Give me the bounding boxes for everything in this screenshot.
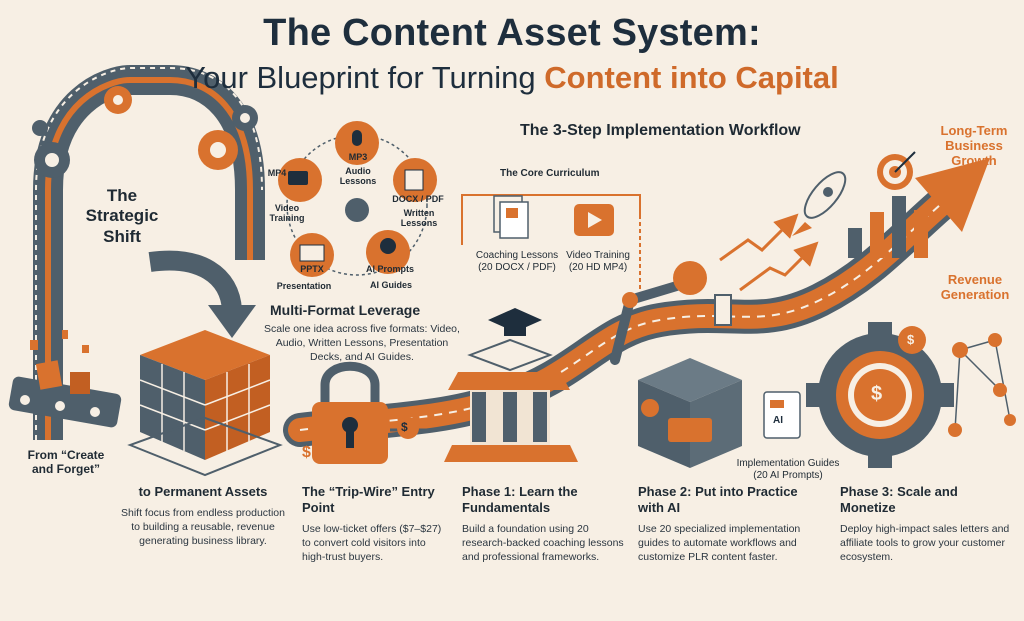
col3-heading: Phase 1: Learn the Fundamentals: [462, 484, 578, 516]
shift-arrowhead: [208, 305, 256, 338]
growth-arrowhead: [915, 158, 990, 232]
format-mp4: MP4: [267, 168, 287, 178]
col2-description: Use low-ticket offers ($7–$27) to conver…: [302, 523, 442, 564]
revenue-generation-label: Revenue Generation: [940, 272, 1010, 302]
format-presentation: Presentation: [276, 281, 332, 291]
format-ai-prompts: AI Prompts: [366, 264, 415, 274]
network-icon: [948, 333, 1016, 437]
format-mp3: MP3: [348, 152, 368, 162]
rising-arrows: [719, 213, 819, 292]
toolbox-icon: [668, 418, 712, 442]
ai-doc-label: AI: [773, 415, 783, 426]
page-subtitle: Your Blueprint for Turning Content into …: [185, 60, 839, 95]
phase1-podium: [444, 308, 578, 462]
curriculum-bracket: [461, 194, 641, 300]
format-audio-lessons: Audio Lessons: [339, 166, 377, 187]
document-icon: [404, 169, 424, 191]
subtitle-highlight: Content into Capital: [544, 60, 839, 95]
presentation-icon: [299, 244, 325, 262]
growth-road: [283, 158, 990, 447]
target-icon: [877, 151, 916, 190]
microphone-icon: [352, 130, 362, 146]
format-pptx: PPTX: [300, 264, 324, 274]
tripwire-dollar: $: [401, 420, 408, 434]
implementation-guides-label: Implementation Guides (20 AI Prompts): [736, 458, 840, 481]
strategic-shift-arch: [33, 65, 265, 440]
col1-heading: to Permanent Assets: [138, 484, 268, 499]
curriculum-icons: [493, 195, 614, 239]
small-gear-dollar: $: [907, 332, 915, 347]
format-video-training: Video Training: [269, 203, 305, 224]
core-curriculum-label: The Core Curriculum: [500, 168, 600, 179]
brain-icon: [345, 198, 369, 222]
format-written-lessons: Written Lessons: [400, 208, 438, 229]
phase2-box: [638, 358, 742, 468]
col2-heading: The “Trip-Wire” Entry Point: [302, 484, 435, 516]
gear-icon: [32, 86, 258, 178]
graduation-cap-icon: [488, 308, 542, 332]
ai-document-icon: [763, 391, 801, 439]
flask-icon: [714, 294, 732, 326]
format-ai-guides: AI Guides: [369, 280, 412, 290]
video-camera-icon: [288, 171, 308, 185]
col5-heading: Phase 3: Scale and Monetize: [840, 484, 958, 516]
format-hub: [278, 121, 437, 277]
coin-dollar: $: [871, 383, 883, 405]
multi-format-description: Scale one idea across five formats: Vide…: [264, 323, 460, 364]
asset-cube: [127, 330, 283, 477]
workflow-title: The 3-Step Implementation Workflow: [520, 122, 801, 139]
rocket-icon: [792, 171, 847, 236]
brain-icon: [673, 261, 707, 295]
video-training-label: Video Training (20 HD MP4): [566, 250, 630, 273]
col4-description: Use 20 specialized implementation guides…: [638, 523, 801, 564]
from-create-label: From “Create and Forget”: [27, 448, 105, 477]
open-book-icon: [467, 338, 553, 372]
robot-arm: [610, 261, 732, 365]
small-dollar-gear-icon: [898, 326, 926, 354]
lock-icon: [312, 361, 388, 464]
dollar-sign: $: [302, 444, 311, 461]
gear-icon: [641, 399, 659, 417]
format-docx-pdf: DOCX / PDF: [392, 194, 444, 204]
page-title: The Content Asset System:: [263, 12, 761, 54]
growth-bars: [848, 196, 928, 258]
dollar-coin-icon: [854, 369, 906, 421]
tripwire-line: [390, 417, 440, 439]
long-term-growth-label: Long-Term Business Growth: [940, 123, 1008, 168]
col5-description: Deploy high-impact sales letters and aff…: [840, 523, 1010, 564]
robot-icon: [380, 238, 396, 254]
conveyor-belt: [8, 330, 122, 428]
phase3-gear: [806, 322, 954, 468]
strategic-shift-label: The Strategic Shift: [85, 186, 159, 246]
coaching-lessons-label: Coaching Lessons (20 DOCX / PDF): [475, 250, 559, 273]
multi-format-heading: Multi-Format Leverage: [270, 302, 421, 318]
col4-heading: Phase 2: Put into Practice with AI: [638, 484, 798, 516]
col1-description: Shift focus from endless production to b…: [120, 507, 285, 548]
col3-description: Build a foundation using 20 research-bac…: [462, 523, 624, 564]
